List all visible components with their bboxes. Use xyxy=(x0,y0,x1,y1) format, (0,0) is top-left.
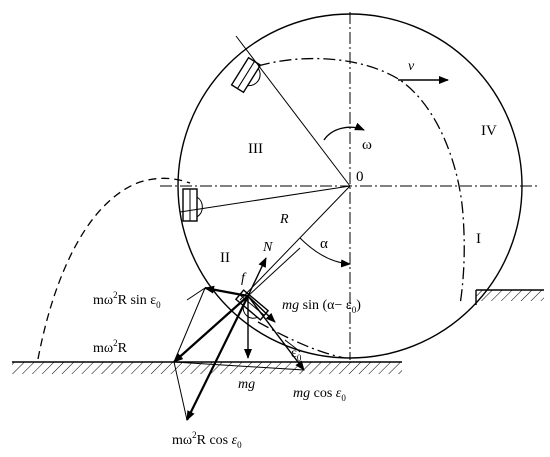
mg-sin-label: mg sin (α− ε0) xyxy=(282,298,361,315)
zone-4-label: IV xyxy=(481,123,497,139)
trajectory-outside xyxy=(37,177,191,360)
rotation-arrow xyxy=(323,122,365,141)
friction-line xyxy=(247,247,301,297)
epsilon-arc xyxy=(284,339,301,353)
centrifugal-arrow xyxy=(173,295,249,363)
zone-1-label: I xyxy=(476,231,481,247)
sin-force-label: mω2R sin ε0 xyxy=(93,290,161,310)
mg-sin-arrow xyxy=(247,295,276,323)
center-label: 0 xyxy=(356,169,364,185)
sin-component-arrow xyxy=(204,285,249,298)
alpha-label: α xyxy=(320,236,328,252)
cos-force-label: mω2R cos ε0 xyxy=(172,430,242,450)
normal-force-label: N xyxy=(262,240,273,255)
omega-label: ω xyxy=(362,137,372,153)
zone-2-label: II xyxy=(220,250,230,266)
cos-component-arrow xyxy=(186,295,249,421)
radius-line-left xyxy=(179,185,351,213)
force-vectors xyxy=(173,247,305,421)
velocity-label: v xyxy=(408,59,415,74)
friction-label: f xyxy=(241,271,247,286)
normal-force-arrow xyxy=(247,257,267,297)
alpha-arc xyxy=(299,237,351,268)
mg-cos-label: mg cos ε0 xyxy=(293,386,346,403)
lifter-left xyxy=(182,188,203,222)
trajectory-inside xyxy=(257,57,465,306)
epsilon-label: ε0 xyxy=(291,346,302,363)
radius-label: R xyxy=(279,212,289,227)
zone-3-label: III xyxy=(248,141,263,157)
radius-line-upper xyxy=(235,35,351,187)
weight-label: mg xyxy=(238,377,255,392)
lifter-top xyxy=(230,56,262,94)
ground-step xyxy=(475,289,544,305)
mg-cos-arrow xyxy=(247,295,305,371)
radius-line-lower xyxy=(239,185,351,301)
trajectory-lower xyxy=(257,321,346,359)
mw2R-label: mω2R xyxy=(93,338,128,356)
